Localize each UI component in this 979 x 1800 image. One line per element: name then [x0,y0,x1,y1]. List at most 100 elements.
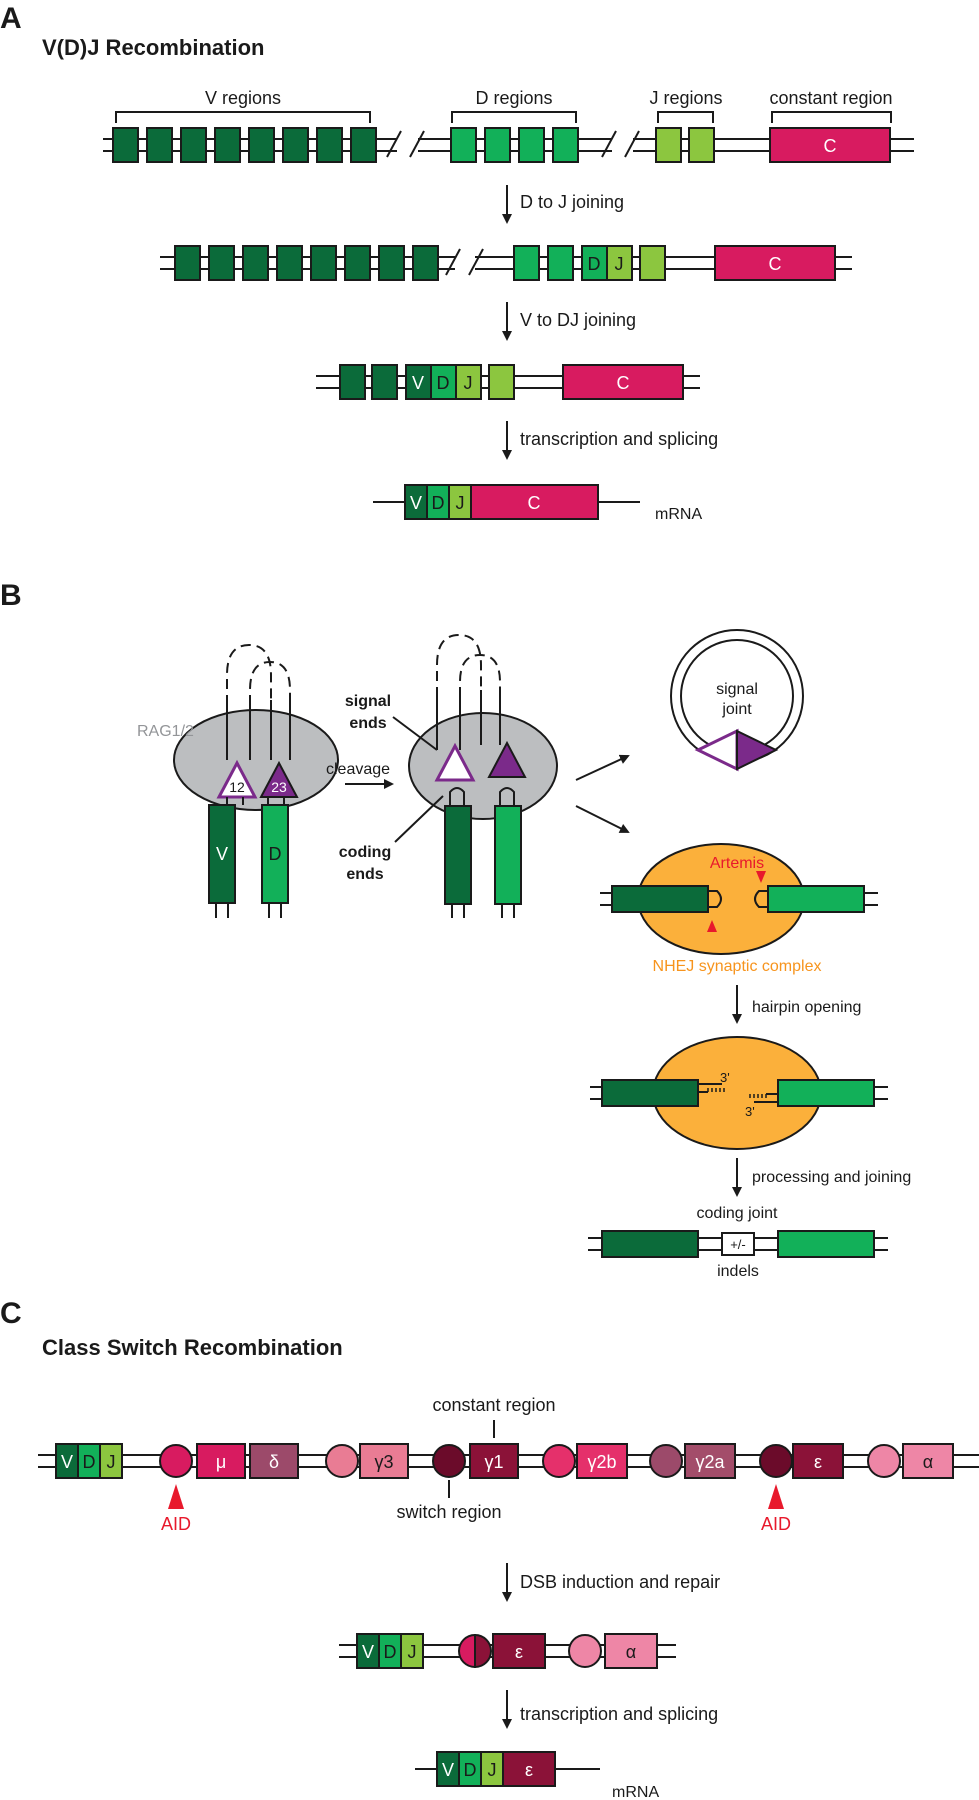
delta-label: δ [269,1452,279,1472]
vdj-j-label: J [464,373,473,393]
dj-d-label: D [588,254,601,274]
j-regions-label: J regions [649,88,722,108]
mrna-v-label: V [410,493,422,513]
dj-rearranged-locus [160,245,852,281]
vdj-rearranged-locus [316,364,700,400]
artemis-label: Artemis [710,855,764,872]
gamma3-label: γ3 [374,1452,393,1472]
constant-region-label: constant region [769,88,892,108]
signal-end-12-triangle [434,742,476,782]
mrna-c-label: C [528,493,541,513]
dj-j-label: J [615,254,624,274]
germline-locus: C [103,127,914,163]
sw-epsilon-label: ε [515,1642,523,1662]
aid-arrow-right [768,1484,784,1509]
vdj-mrna [373,484,640,520]
aid-label-left: AID [161,1514,191,1534]
signal-end-23-triangle [487,740,527,778]
arrow-to-signal-joint [575,754,630,781]
dsb-label: DSB induction and repair [520,1572,720,1592]
vdj-d-label: D [437,373,450,393]
final-j-label: J [488,1760,497,1780]
processing-label: processing and joining [752,1169,911,1186]
alpha-label: α [923,1452,933,1472]
switch-region-label: switch region [396,1502,501,1522]
constant-box [769,127,891,163]
rss-23-label: 23 [271,779,287,795]
j-segment-boxes [655,127,715,163]
vdj-v-label: V [412,373,424,393]
nhej-label: NHEJ synaptic complex [653,958,822,975]
sw-d-label: D [384,1642,397,1662]
csr-d-label: D [83,1452,96,1472]
panel-c-letter: C [0,1297,22,1330]
v-to-dj-label: V to DJ joining [520,310,636,330]
sw-v-label: V [362,1642,374,1662]
cleavage-label: cleavage [326,761,390,778]
csr-germline-locus [38,1443,979,1479]
csr-constant-region-label: constant region [432,1395,555,1415]
transcription-label-a: transcription and splicing [520,429,718,449]
d-segment-vertical [261,804,289,904]
three-prime-left: 3' [720,1070,730,1085]
v-segment-boxes [112,127,377,163]
gamma2b-label: γ2b [587,1452,616,1472]
d-regions-label: D regions [475,88,552,108]
panel-b-letter: B [0,579,22,612]
v-regions-label: V regions [205,88,281,108]
artemis-cut-right [756,871,766,883]
indels-box-label: +/- [730,1237,746,1252]
mrna-j-label: J [456,493,465,513]
three-prime-right: 3' [745,1104,755,1119]
rag-label: RAG1/2 [137,723,194,740]
csr-heading: Class Switch Recombination [42,1335,343,1360]
region-brackets [115,111,892,123]
aid-arrow-left [168,1484,184,1509]
constant-label: C [824,136,837,156]
gamma1-label: γ1 [484,1452,503,1472]
rag-complex [173,643,339,918]
d-to-j-label: D to J joining [520,192,624,212]
v-vertical-label: V [216,844,228,864]
mu-label: μ [216,1452,226,1472]
sw-alpha-label: α [626,1642,636,1662]
mrna-label-a: mRNA [655,506,702,523]
dj-c-label: C [769,254,782,274]
hairpin-label: hairpin opening [752,999,861,1016]
rss-12-triangle [216,759,258,799]
epsilon-label: ε [814,1452,822,1472]
panel-a-letter: A [0,2,22,35]
opened-complex [590,1036,888,1150]
vdj-c-label: C [617,373,630,393]
final-d-label: D [464,1760,477,1780]
final-v-label: V [442,1760,454,1780]
arrow-to-nhej [575,805,630,833]
csr-j-label: J [107,1452,116,1472]
sw-j-label: J [408,1642,417,1662]
final-epsilon-label: ε [525,1760,533,1780]
rss-23-triangle [259,760,299,798]
csr-v-label: V [61,1452,73,1472]
rss-12-label: 12 [229,779,245,795]
coding-joint [588,1230,888,1258]
aid-label-right: AID [761,1514,791,1534]
ige-mrna [415,1751,600,1787]
gamma2a-label: γ2a [695,1452,725,1472]
transcription-label-c: transcription and splicing [520,1704,718,1724]
artemis-cut-left [707,920,717,932]
indels-label: indels [717,1263,759,1280]
cleaved-complex [392,633,558,918]
v-segment-vertical [208,804,236,904]
nhej-complex [600,843,878,955]
mrna-label-c: mRNA [612,1784,659,1800]
vdj-heading: V(D)J Recombination [42,35,264,60]
d-segment-boxes [450,127,579,163]
mrna-d-label: D [432,493,445,513]
d-vertical-label: D [269,844,282,864]
switched-locus [339,1633,676,1669]
coding-joint-label: coding joint [697,1205,779,1222]
